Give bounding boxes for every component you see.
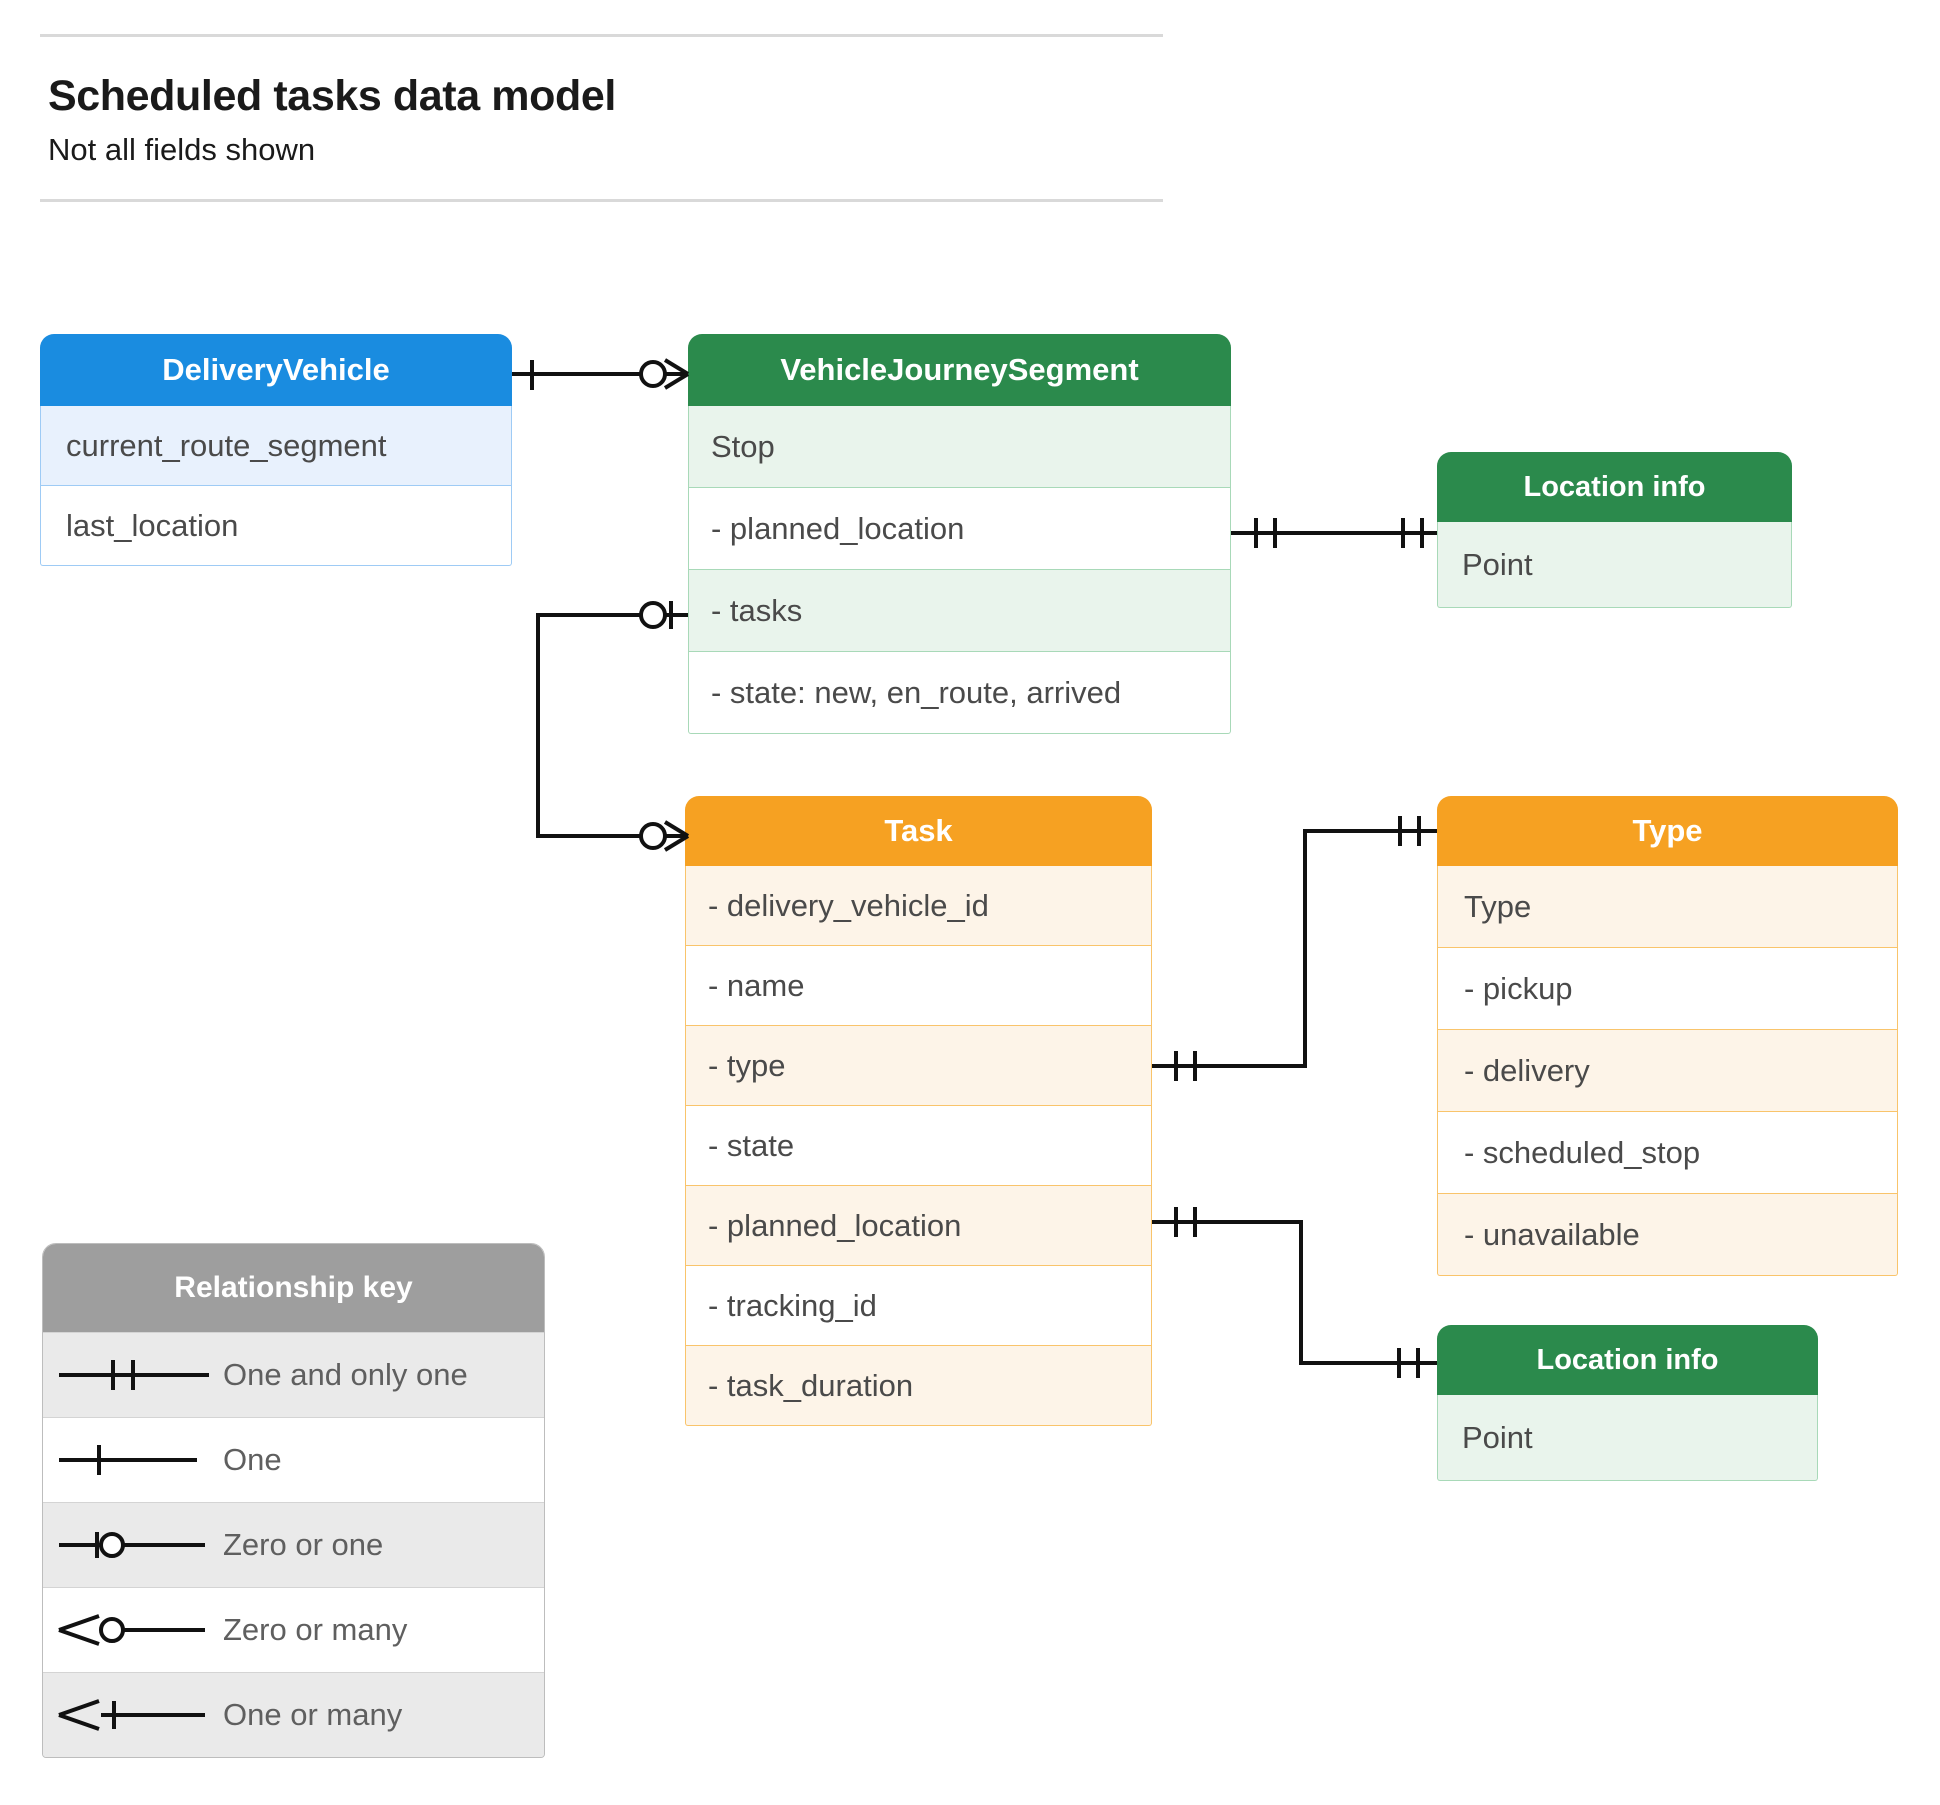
- entity-header-type: Type: [1437, 796, 1898, 866]
- entity-header-location-info-bottom: Location info: [1437, 1325, 1818, 1395]
- entity-field-row: - delivery_vehicle_id: [685, 866, 1152, 946]
- header-divider-bottom: [40, 199, 1163, 202]
- relationship-key-label: Zero or many: [223, 1612, 408, 1647]
- entity-header-location-info-top: Location info: [1437, 452, 1792, 522]
- header-divider-top: [40, 34, 1163, 37]
- entity-field-row: - tasks: [688, 570, 1231, 652]
- relationship-key-panel: Relationship key One and only one One: [42, 1243, 545, 1758]
- page-title: Scheduled tasks data model: [48, 72, 616, 120]
- entity-field-row: - task_duration: [685, 1346, 1152, 1426]
- entity-field-row: Point: [1437, 522, 1792, 608]
- entity-task[interactable]: Task - delivery_vehicle_id - name - type…: [685, 796, 1152, 1426]
- entity-location-info-top[interactable]: Location info Point: [1437, 452, 1792, 608]
- connector-vjs-tasks-to-task: [536, 601, 690, 852]
- relationship-key-item: One or many: [43, 1672, 544, 1757]
- zero-or-many-icon: [43, 1610, 223, 1650]
- entity-field-row: last_location: [40, 486, 512, 566]
- one-and-only-one-icon: [43, 1355, 223, 1395]
- entity-field-row: - pickup: [1437, 948, 1898, 1030]
- entity-field-row: - name: [685, 946, 1152, 1026]
- one-icon: [43, 1440, 223, 1480]
- relationship-key-label: One or many: [223, 1697, 403, 1732]
- relationship-key-label: One: [223, 1442, 282, 1477]
- entity-header-vehicle-journey-segment: VehicleJourneySegment: [688, 334, 1231, 406]
- relationship-key-item: One and only one: [43, 1332, 544, 1417]
- relationship-key-label: Zero or one: [223, 1527, 384, 1562]
- entity-field-row: - state: new, en_route, arrived: [688, 652, 1231, 734]
- entity-field-row: Type: [1437, 866, 1898, 948]
- relationship-key-item: Zero or one: [43, 1502, 544, 1587]
- entity-field-row: current_route_segment: [40, 406, 512, 486]
- entity-field-row: - unavailable: [1437, 1194, 1898, 1276]
- relationship-key-item: Zero or many: [43, 1587, 544, 1672]
- entity-field-row: - planned_location: [688, 488, 1231, 570]
- entity-field-row: - state: [685, 1106, 1152, 1186]
- entity-field-row: - tracking_id: [685, 1266, 1152, 1346]
- entity-delivery-vehicle[interactable]: DeliveryVehicle current_route_segment la…: [40, 334, 512, 566]
- relationship-key-label: One and only one: [223, 1357, 468, 1392]
- relationship-key-item: One: [43, 1417, 544, 1502]
- entity-field-row: - delivery: [1437, 1030, 1898, 1112]
- page-subtitle: Not all fields shown: [48, 132, 316, 167]
- entity-field-row: Stop: [688, 406, 1231, 488]
- zero-or-one-icon: [43, 1525, 223, 1565]
- entity-vehicle-journey-segment[interactable]: VehicleJourneySegment Stop - planned_loc…: [688, 334, 1231, 734]
- relationship-key-title: Relationship key: [43, 1244, 544, 1332]
- entity-header-task: Task: [685, 796, 1152, 866]
- one-or-many-icon: [43, 1695, 223, 1735]
- entity-field-row: - planned_location: [685, 1186, 1152, 1266]
- connector-task-type-to-type: [1152, 816, 1437, 1081]
- connector-deliveryvehicle-to-vjs: [512, 358, 690, 390]
- connector-task-plannedlocation-to-locationinfo: [1152, 1207, 1437, 1378]
- entity-header-delivery-vehicle: DeliveryVehicle: [40, 334, 512, 406]
- entity-field-row: Point: [1437, 1395, 1818, 1481]
- entity-field-row: - scheduled_stop: [1437, 1112, 1898, 1194]
- entity-field-row: - type: [685, 1026, 1152, 1106]
- entity-type[interactable]: Type Type - pickup - delivery - schedule…: [1437, 796, 1898, 1276]
- connector-vjs-plannedlocation-to-locationinfo: [1231, 518, 1437, 548]
- entity-location-info-bottom[interactable]: Location info Point: [1437, 1325, 1818, 1481]
